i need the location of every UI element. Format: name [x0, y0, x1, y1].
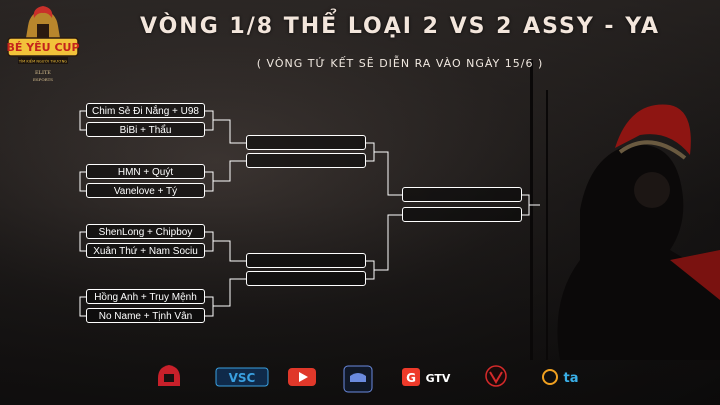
svg-text:ta: ta: [564, 371, 579, 386]
logo-esports: ESPORTS: [33, 77, 53, 82]
sponsor-vsc[interactable]: VSC: [214, 362, 270, 402]
logo-title: BÉ YÊU CUP: [6, 41, 79, 54]
team-slot[interactable]: Vanelove + Tý: [86, 183, 205, 198]
svg-text:GTV: GTV: [426, 372, 451, 385]
sponsor-youtube-gaming[interactable]: [282, 362, 322, 402]
page-title: VÒNG 1/8 THỂ LOẠI 2 VS 2 ASSY - YA: [139, 14, 661, 39]
sponsor-funko-esports[interactable]: [338, 362, 378, 402]
page-subtitle: ( VÒNG TỨ KẾT SẼ DIỄN RA VÀO NGÀY 15/6 ): [256, 57, 544, 70]
quarterfinal-slot[interactable]: [246, 135, 366, 150]
logo-elite: ELITE: [35, 70, 51, 76]
quarterfinal-slot[interactable]: [246, 253, 366, 268]
warrior-icon: [485, 365, 507, 387]
team-slot[interactable]: No Name + Tịnh Vân: [86, 308, 205, 323]
quarterfinal-slot[interactable]: [246, 271, 366, 286]
semifinal-slot[interactable]: [402, 207, 522, 222]
semifinal-slot[interactable]: [402, 187, 522, 202]
team-slot[interactable]: HMN + Quýt: [86, 164, 205, 179]
be-yeu-cup-logo: BÉ YÊU CUP TÌM KIẾM NGƯỜI THƯƠNG ELITE E…: [6, 6, 80, 82]
team-slot[interactable]: Chim Sẻ Đi Nắng + U98: [86, 103, 205, 118]
svg-text:G: G: [406, 371, 416, 385]
logo-tagline: TÌM KIẾM NGƯỜI THƯƠNG: [18, 58, 67, 64]
ya-logo-icon: ta: [542, 369, 579, 386]
sponsor-arena-gaming[interactable]: [144, 362, 194, 402]
helmet-icon: [158, 365, 180, 386]
sponsor-cao-thu[interactable]: [476, 362, 516, 402]
team-slot[interactable]: BiBi + Thẩu: [86, 122, 205, 137]
team-slot[interactable]: Xuân Thứ + Nam Sociu: [86, 243, 205, 258]
team-slot[interactable]: ShenLong + Chipboy: [86, 224, 205, 239]
sponsor-bar: VSC G GTV: [120, 362, 720, 402]
svg-text:VSC: VSC: [229, 371, 256, 385]
sponsor-gtv[interactable]: G GTV: [400, 362, 456, 402]
quarterfinal-slot[interactable]: [246, 153, 366, 168]
soldier-silhouette: [530, 60, 720, 360]
team-slot[interactable]: Hồng Anh + Truy Mệnh: [86, 289, 205, 304]
sponsor-ya-network[interactable]: ta: [540, 362, 590, 402]
vsc-logo-icon: VSC: [215, 367, 269, 387]
gtv-logo-icon: G GTV: [402, 368, 451, 386]
play-icon: [288, 368, 316, 386]
gamepad-icon: [343, 365, 373, 393]
